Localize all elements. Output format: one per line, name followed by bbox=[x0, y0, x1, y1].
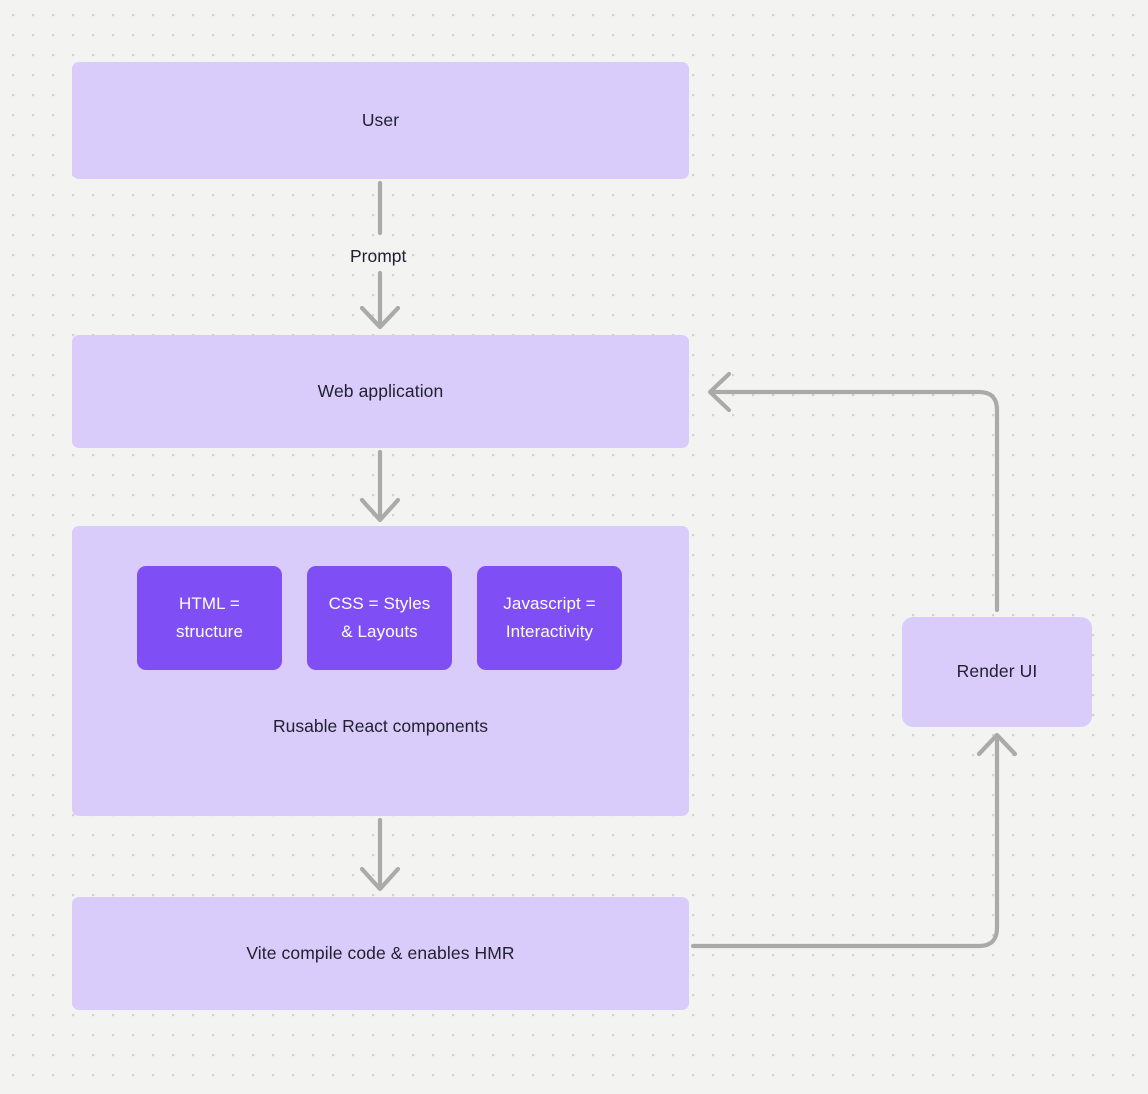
node-html[interactable]: HTML = structure bbox=[137, 566, 282, 670]
arrowhead-down bbox=[359, 497, 401, 523]
arrowhead-left bbox=[707, 371, 732, 413]
node-web-application-label: Web application bbox=[317, 380, 444, 401]
node-javascript-line2: Interactivity bbox=[505, 622, 594, 641]
edge-render-to-web bbox=[707, 371, 1000, 613]
node-css[interactable]: CSS = Styles & Layouts bbox=[307, 566, 452, 670]
node-user-label: User bbox=[361, 109, 400, 130]
node-vite-label: Vite compile code & enables HMR bbox=[246, 942, 515, 963]
arrowhead-up bbox=[976, 732, 1018, 757]
arrowhead-down bbox=[359, 866, 401, 892]
node-javascript[interactable]: Javascript = Interactivity bbox=[477, 566, 622, 670]
node-components-caption: Rusable React components bbox=[273, 716, 488, 736]
node-vite[interactable]: Vite compile code & enables HMR bbox=[72, 897, 689, 1010]
node-css-line1: CSS = Styles bbox=[328, 593, 431, 613]
node-css-label: CSS = Styles & Layouts bbox=[329, 590, 431, 646]
node-css-line2: & Layouts bbox=[341, 622, 418, 641]
edge-label-prompt: Prompt bbox=[350, 246, 407, 266]
edge-web-to-components bbox=[359, 449, 401, 523]
node-render-ui-label: Render UI bbox=[956, 661, 1038, 682]
edge-segment bbox=[708, 389, 1000, 613]
edge-segment bbox=[690, 733, 1000, 949]
node-user[interactable]: User bbox=[72, 62, 689, 179]
node-web-application[interactable]: Web application bbox=[72, 335, 689, 448]
edge-vite-to-render bbox=[690, 732, 1018, 949]
node-javascript-line1: Javascript = bbox=[503, 593, 596, 613]
node-html-line2: structure bbox=[175, 622, 244, 641]
arrowhead-down bbox=[359, 305, 401, 330]
node-render-ui[interactable]: Render UI bbox=[902, 617, 1092, 727]
node-javascript-label: Javascript = Interactivity bbox=[503, 590, 595, 646]
node-html-line1: HTML = bbox=[179, 593, 240, 613]
node-html-label: HTML = structure bbox=[176, 590, 243, 646]
edge-components-to-vite bbox=[359, 817, 401, 892]
